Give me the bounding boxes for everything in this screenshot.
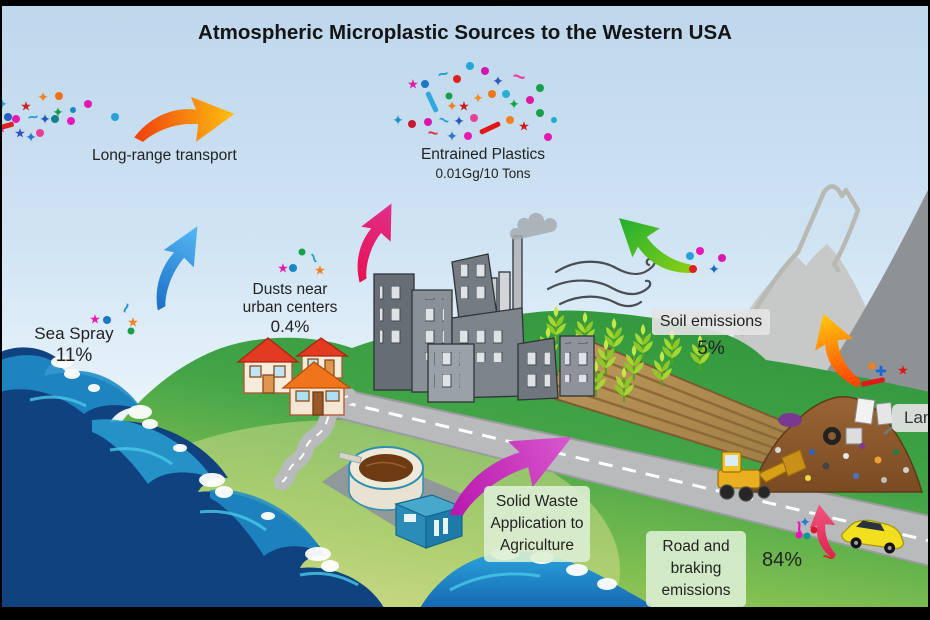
dusts-line2: urban centers (242, 299, 338, 316)
solid-waste-line2: Application to (490, 515, 584, 532)
top-frame-bar (0, 0, 930, 6)
road-line1: Road and (662, 538, 730, 555)
dusts-value: 0.4% (270, 317, 310, 336)
dusts-label: Dusts near urban centers 0.4% (228, 281, 352, 337)
solid-waste-line1: Solid Waste (495, 493, 579, 510)
entrained-plastics-label: Entrained Plastics 0.01Gg/10 Tons (398, 146, 568, 181)
ocean-waves (0, 347, 655, 608)
car (841, 519, 905, 554)
road-braking-value: 84% (762, 549, 803, 571)
dusts-line1: Dusts near (252, 281, 328, 298)
left-frame-bar (0, 0, 2, 620)
houses (236, 337, 353, 416)
treatment-plant (322, 446, 468, 549)
bottom-frame-bar (0, 607, 930, 620)
entrained-plastics-value: 0.01Gg/10 Tons (435, 166, 531, 181)
solid-waste-label: Solid Waste Application to Agriculture (484, 486, 590, 562)
entrained-plastics-title: Entrained Plastics (420, 146, 546, 163)
landfill-label: Landfill (892, 404, 930, 432)
long-range-transport-label: Long-range transport (92, 147, 237, 164)
diagram-title: Atmospheric Microplastic Sources to the … (198, 21, 732, 44)
sea-spray-title: Sea Spray (34, 324, 114, 343)
road-braking-label: Road and braking emissions (646, 531, 746, 607)
soil-emissions-value: 5% (697, 338, 725, 359)
smoke (509, 212, 557, 241)
snow-ridge (739, 184, 861, 337)
wind-swirls-icon (546, 257, 656, 308)
sea-spray-value: 11% (55, 345, 93, 366)
sea-spray-label: Sea Spray 11% (18, 324, 130, 367)
city-buildings (373, 212, 595, 403)
soil-emissions-label: Soil emissions (652, 309, 770, 335)
road (273, 387, 930, 567)
road-line3: emissions (661, 582, 731, 599)
right-frame-bar (928, 0, 930, 620)
solid-waste-line3: Agriculture (499, 537, 575, 554)
road-line2: braking (670, 560, 722, 577)
bulldozer (717, 449, 807, 502)
smokestack (512, 235, 523, 321)
road-centerline (341, 400, 930, 543)
